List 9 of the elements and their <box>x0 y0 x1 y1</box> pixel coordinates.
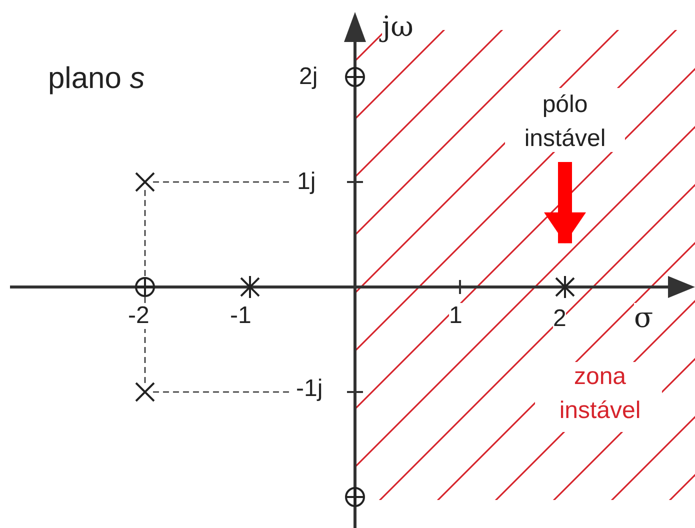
region-label: zona instável <box>558 362 642 426</box>
tick-label: -2 <box>128 303 150 330</box>
tick-label: 2j <box>299 64 318 90</box>
tick-label: 1j <box>297 169 316 196</box>
tick-label: -1j <box>296 376 323 402</box>
arrow <box>544 162 586 244</box>
unstable-pole-marker <box>555 275 575 299</box>
plane-title: plano s <box>48 62 145 95</box>
pole-annotation: pólo instável <box>500 88 630 156</box>
